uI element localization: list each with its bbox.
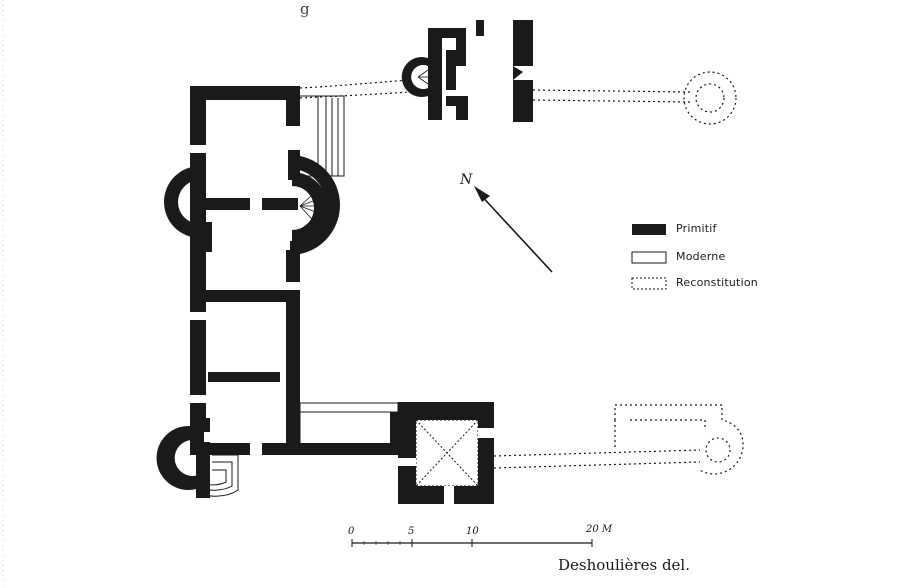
- scale-tick-0: 0: [348, 526, 355, 537]
- south-door: [250, 443, 262, 455]
- legend-swatch-moderne: [631, 251, 667, 264]
- scale-bar: [351, 539, 593, 547]
- west-wall: [190, 86, 206, 446]
- legend-label-primitif: Primitif: [676, 222, 717, 235]
- north-gatehouse: [401, 20, 533, 122]
- northeast-reconstitution: [532, 71, 737, 125]
- north-wall: [190, 86, 300, 100]
- modern-staircase: [300, 95, 345, 177]
- southwest-modern-stair: [195, 454, 239, 497]
- west-door-2: [190, 312, 206, 320]
- southwest-round-tower: [156, 418, 220, 498]
- legend-swatches: [631, 224, 667, 290]
- scale-tick-5: 5: [408, 526, 415, 537]
- cross-wall-1b: [262, 198, 298, 210]
- inner-pier: [200, 222, 212, 252]
- legend-swatch-primitif: [632, 224, 666, 235]
- west-door-3: [190, 395, 206, 403]
- scale-tick-10: 10: [466, 526, 479, 537]
- cross-wall-1: [206, 198, 250, 210]
- cropped-top-text: g: [300, 0, 680, 20]
- scale-tick-20: 20 M: [586, 524, 613, 535]
- north-curtain-reconstitution: [299, 79, 411, 99]
- north-label: N: [460, 172, 473, 188]
- legend-label-moderne: Moderne: [676, 250, 726, 263]
- east-stair-tower: [289, 155, 340, 255]
- south-keep: [398, 402, 494, 504]
- west-round-tower: [140, 166, 200, 238]
- cross-wall-3: [208, 372, 280, 382]
- east-wall-lower: [286, 250, 300, 450]
- southeast-reconstitution: [493, 404, 744, 475]
- south-wall: [190, 443, 400, 455]
- drawing-credit: Deshoulières del.: [558, 556, 690, 574]
- east-door: [286, 282, 300, 290]
- cross-wall-2: [206, 290, 286, 302]
- cropped-text-fragment: g: [300, 0, 310, 18]
- legend-swatch-reconstitution: [631, 277, 667, 290]
- east-wall-top: [286, 86, 300, 126]
- gatehouse-stair-lines: [417, 69, 429, 85]
- north-arrow: [474, 186, 553, 273]
- modern-link-wall: [299, 402, 399, 444]
- legend-label-reconstitution: Reconstitution: [676, 276, 758, 289]
- west-door-1: [190, 145, 206, 153]
